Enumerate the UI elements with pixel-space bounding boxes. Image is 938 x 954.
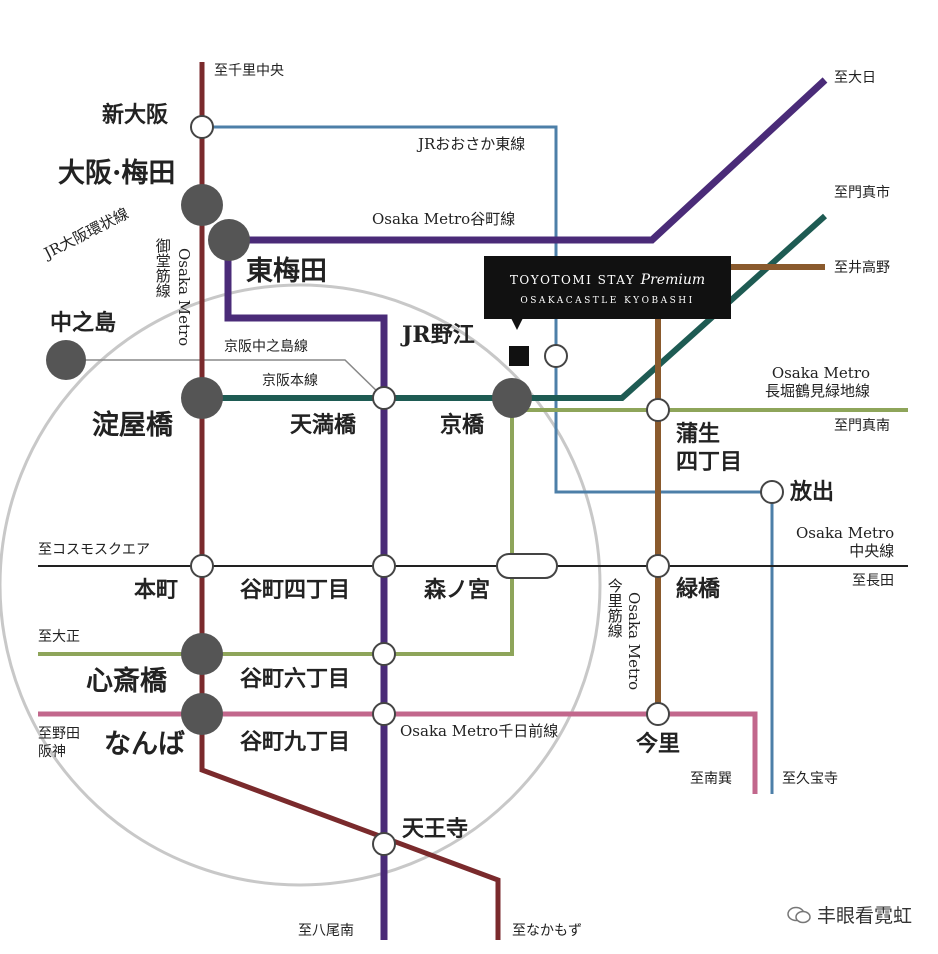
station-dot-morinomiya[interactable] [496, 553, 558, 579]
station-dot-shinsaibashi[interactable] [181, 633, 223, 675]
label-imazato-metro: Osaka Metro [625, 592, 643, 691]
station-dot-tanimachi9[interactable] [372, 702, 396, 726]
label-yodoyabashi[interactable]: 淀屋橋 [92, 410, 173, 441]
station-dot-honmachi[interactable] [190, 554, 214, 578]
keihan-nakanoshima-line [66, 359, 385, 399]
dest-noda: 至野田 阪神 [38, 726, 80, 760]
tanimachi-line [224, 77, 828, 940]
label-tsurumi-line: Osaka Metro 長堀鶴見緑地線 [765, 364, 871, 400]
label-imazatosuji-line: 今里筋線 [605, 578, 624, 638]
dest-kadoma-minami: 至門真南 [834, 418, 890, 434]
label-morinomiya[interactable]: 森ノ宮 [424, 577, 491, 603]
station-dot-jr-noe[interactable] [544, 344, 568, 368]
station-dot-namba[interactable] [181, 693, 223, 735]
label-keihan-nakanoshima-line: 京阪中之島線 [224, 339, 308, 355]
label-jr-osaka-higashi-line: JRおおさか東線 [418, 135, 526, 153]
label-tanimachi-line: Osaka Metro谷町線 [372, 210, 516, 228]
label-chuo-line: Osaka Metro 中央線 [796, 524, 895, 560]
brand-subtitle: OSAKACASTLE KYOBASHI [520, 296, 695, 306]
dest-dainichi: 至大日 [834, 70, 876, 86]
station-dot-hanaten[interactable] [760, 480, 784, 504]
label-jr-noe[interactable]: JR野江 [402, 322, 475, 348]
wechat-icon [787, 906, 811, 923]
watermark-text: 丰眼看霓虹 [816, 905, 912, 927]
label-higashi-umeda[interactable]: 東梅田 [246, 256, 327, 287]
label-shin-osaka[interactable]: 新大阪 [102, 102, 169, 128]
label-tanimachi4[interactable]: 谷町四丁目 [240, 577, 351, 603]
label-tanimachi6[interactable]: 谷町六丁目 [240, 666, 351, 692]
label-midosuji-line: 御堂筋線 [153, 238, 172, 298]
station-dot-shin-osaka[interactable] [190, 115, 214, 139]
label-honmachi[interactable]: 本町 [134, 577, 179, 603]
label-imazato[interactable]: 今里 [636, 731, 681, 757]
station-dot-osaka-umeda[interactable] [181, 184, 223, 226]
label-keihan-main-line: 京阪本線 [262, 373, 318, 389]
watermark: 丰眼看霓虹 [787, 901, 912, 928]
midosuji-line [199, 62, 501, 940]
label-sennichimae-line: Osaka Metro千日前線 [400, 722, 559, 740]
dest-taisho: 至大正 [38, 629, 80, 645]
label-tanimachi9[interactable]: 谷町九丁目 [240, 729, 351, 755]
label-midoribashi[interactable]: 緑橋 [676, 576, 721, 602]
jr-osaka-higashi-line [202, 125, 774, 794]
hotel-brand-box[interactable]: TOYOTOMI STAY Premium OSAKACASTLE KYOBAS… [484, 256, 731, 319]
station-dot-gamo[interactable] [646, 398, 670, 422]
hotel-location-marker[interactable] [509, 346, 529, 366]
keihan-main-line [202, 213, 828, 401]
label-tennoji[interactable]: 天王寺 [402, 816, 469, 842]
label-kyobashi[interactable]: 京橋 [440, 412, 485, 438]
jr-loop-line [0, 283, 602, 887]
station-dot-tanimachi4[interactable] [372, 554, 396, 578]
dest-cosmo: 至コスモスクエア [38, 542, 150, 558]
brand-pointer [511, 318, 523, 330]
tsurumi-ryokuchi-line [38, 408, 908, 656]
dest-minami-tatsumi: 至南巽 [690, 771, 732, 787]
station-dot-higashi-umeda[interactable] [208, 219, 250, 261]
label-midosuji-metro: Osaka Metro [175, 248, 193, 347]
station-dot-tennoji[interactable] [372, 832, 396, 856]
dest-kyuhoji: 至久宝寺 [782, 771, 838, 787]
dest-nagata: 至長田 [852, 573, 894, 589]
label-osaka-umeda[interactable]: 大阪·梅田 [58, 158, 176, 189]
sennichimae-line [38, 711, 758, 794]
label-hanaten[interactable]: 放出 [790, 479, 835, 505]
station-dot-tenmabashi[interactable] [372, 386, 396, 410]
dest-idaka: 至井高野 [834, 260, 890, 276]
station-dot-nakanoshima[interactable] [46, 340, 86, 380]
brand-name: TOYOTOMI STAY Premium [509, 272, 706, 288]
station-dot-yodoyabashi[interactable] [181, 377, 223, 419]
label-nakanoshima[interactable]: 中之島 [50, 310, 117, 336]
station-dot-imazato[interactable] [646, 702, 670, 726]
label-shinsaibashi[interactable]: 心斎橋 [86, 666, 167, 697]
dest-nakamozu: 至なかもず [512, 923, 582, 939]
station-dot-tanimachi6[interactable] [372, 642, 396, 666]
label-gamo[interactable]: 蒲生 四丁目 [676, 421, 743, 475]
label-tenmabashi[interactable]: 天満橋 [290, 412, 357, 438]
station-dot-midoribashi[interactable] [646, 554, 670, 578]
dest-yao: 至八尾南 [298, 923, 354, 939]
label-namba[interactable]: なんば [104, 729, 185, 760]
dest-kadoma: 至門真市 [834, 185, 890, 201]
station-dot-kyobashi[interactable] [492, 378, 532, 418]
dest-senri: 至千里中央 [214, 63, 284, 79]
